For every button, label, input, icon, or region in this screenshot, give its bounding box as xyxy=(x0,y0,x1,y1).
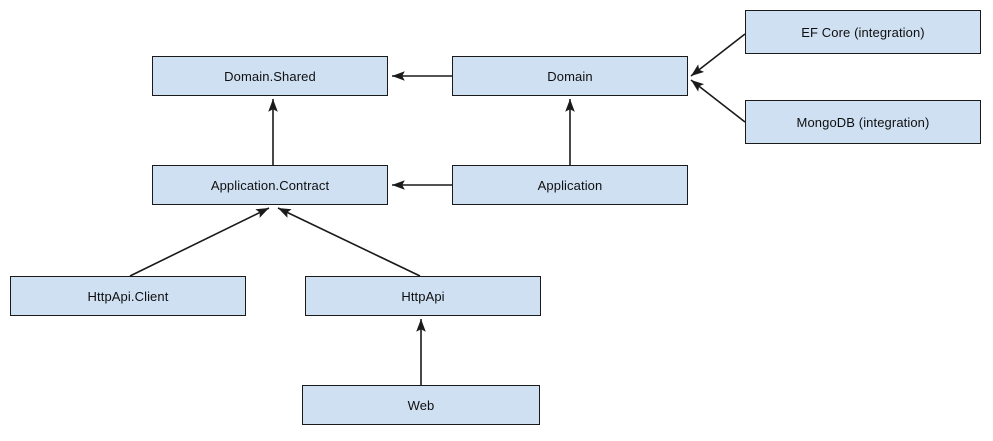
node-application-contract[interactable]: Application.Contract xyxy=(152,165,388,205)
node-application[interactable]: Application xyxy=(452,165,688,205)
node-httpapi[interactable]: HttpApi xyxy=(305,276,541,316)
node-label-application: Application xyxy=(537,177,603,193)
node-label-web: Web xyxy=(407,397,435,413)
node-domain-shared[interactable]: Domain.Shared xyxy=(152,56,388,96)
node-label-ef-core-integration: EF Core (integration) xyxy=(801,24,925,40)
node-label-domain: Domain xyxy=(547,68,593,84)
node-httpapi-client[interactable]: HttpApi.Client xyxy=(10,276,246,316)
node-label-httpapi-client: HttpApi.Client xyxy=(87,288,169,304)
node-domain[interactable]: Domain xyxy=(452,56,688,96)
edge-ef-core-to-domain xyxy=(690,33,746,77)
node-label-httpapi: HttpApi xyxy=(401,288,445,304)
edge-httpapi-to-application-contract xyxy=(277,207,421,277)
node-label-domain-shared: Domain.Shared xyxy=(224,68,316,84)
node-mongodb-integration[interactable]: MongoDB (integration) xyxy=(745,100,981,144)
node-ef-core-integration[interactable]: EF Core (integration) xyxy=(745,10,981,54)
edge-mongodb-to-domain xyxy=(690,79,746,123)
node-label-application-contract: Application.Contract xyxy=(210,177,330,193)
edge-httpapi-client-to-application-contract xyxy=(129,207,270,277)
node-label-mongodb-integration: MongoDB (integration) xyxy=(796,114,930,130)
node-web[interactable]: Web xyxy=(302,385,540,425)
